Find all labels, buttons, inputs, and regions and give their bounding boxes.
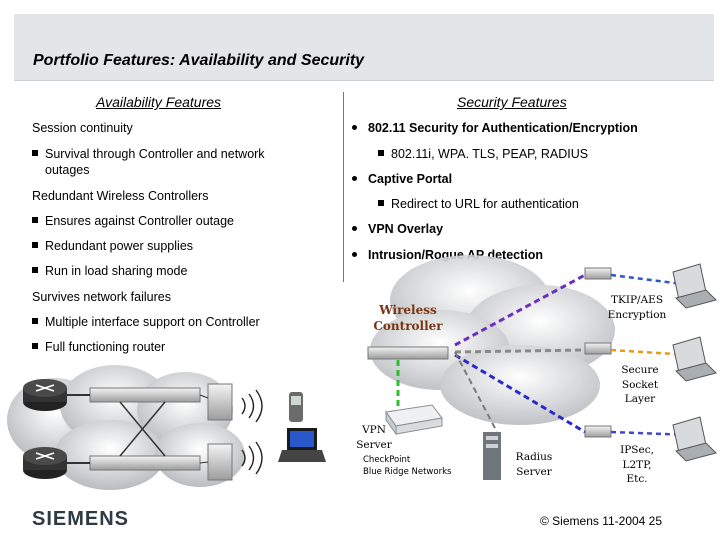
access-point xyxy=(584,425,612,438)
bullet-square-icon xyxy=(378,150,384,156)
bullet-dot-icon xyxy=(352,252,357,257)
network-cloud xyxy=(370,255,615,425)
bullet-square-icon xyxy=(32,318,38,324)
wireless-controller xyxy=(367,346,449,360)
sec-item: 802.11 Security for Authentication/Encry… xyxy=(352,121,638,137)
radius-server-icon xyxy=(483,432,501,480)
access-point xyxy=(584,342,612,355)
laptop-icon xyxy=(672,336,717,382)
sec-sub: 802.11i, WPA. TLS, PEAP, RADIUS xyxy=(378,147,588,163)
ssl-link xyxy=(454,348,586,354)
router-icon xyxy=(23,447,67,479)
laptop-icon xyxy=(278,428,326,462)
bullet-square-icon xyxy=(378,200,384,206)
ipsec-label: IPSec,L2TP,Etc. xyxy=(620,444,654,486)
avail-bullet: Redundant power supplies xyxy=(32,239,193,255)
avail-bullet: Survival through Controller and network xyxy=(32,147,265,163)
footer-copyright: © Siemens 11-2004 25 xyxy=(540,514,663,528)
laptop-icon xyxy=(672,416,717,462)
bullet-square-icon xyxy=(32,343,38,349)
sec-item: Captive Portal xyxy=(352,172,452,188)
access-point xyxy=(207,383,233,421)
bullet-dot-icon xyxy=(352,176,357,181)
sec-item: VPN Overlay xyxy=(352,222,443,238)
column-divider xyxy=(343,92,344,282)
wireless-waves xyxy=(241,389,263,475)
laptop-icon xyxy=(672,263,717,309)
sec-sub: Redirect to URL for authentication xyxy=(378,197,579,213)
avail-cont: outages xyxy=(45,163,90,177)
title-bar xyxy=(14,14,714,81)
switch-box xyxy=(89,387,201,403)
bullet-square-icon xyxy=(32,217,38,223)
siemens-logo: SIEMENS xyxy=(32,508,130,530)
avail-bullet: Run in load sharing mode xyxy=(32,264,187,280)
access-point xyxy=(584,267,612,280)
tkip-link xyxy=(454,273,586,347)
access-point xyxy=(207,443,233,481)
vpn-server-icon xyxy=(385,404,443,436)
availability-heading: Availability Features xyxy=(96,94,222,110)
avail-item: Survives network failures xyxy=(32,290,171,304)
security-heading: Security Features xyxy=(457,94,567,110)
router-icon xyxy=(23,379,67,411)
avail-bullet: Ensures against Controller outage xyxy=(32,214,234,230)
avail-item: Redundant Wireless Controllers xyxy=(32,189,209,203)
bullet-dot-icon xyxy=(352,125,357,130)
bullet-square-icon xyxy=(32,242,38,248)
radius-link xyxy=(454,351,498,433)
avail-bullet: Multiple interface support on Controller xyxy=(32,315,260,331)
avail-item: Session continuity xyxy=(32,121,133,135)
bullet-square-icon xyxy=(32,267,38,273)
bullet-square-icon xyxy=(32,150,38,156)
switch-box xyxy=(89,455,201,471)
phone-icon xyxy=(289,392,303,422)
avail-bullet: Full functioning router xyxy=(32,340,165,356)
slide-title: Portfolio Features: Availability and Sec… xyxy=(33,52,365,69)
bullet-dot-icon xyxy=(352,226,357,231)
ipsec-link xyxy=(454,353,586,434)
